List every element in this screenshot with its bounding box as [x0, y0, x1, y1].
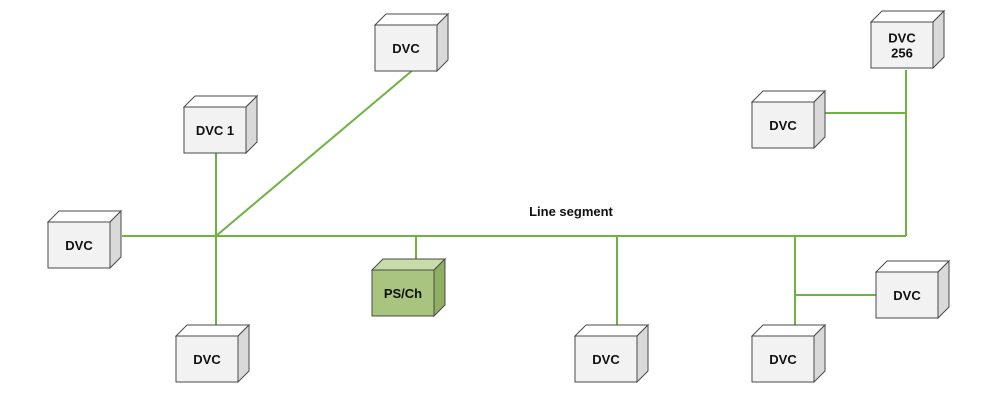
box-top-face — [869, 10, 946, 23]
box-front-face — [175, 335, 239, 383]
dvc-right-lower-node: DVC — [874, 259, 951, 320]
node-label: DVC — [193, 352, 221, 367]
box-top-face — [182, 95, 259, 108]
node-label: DVC — [769, 118, 797, 133]
box-top-face — [874, 260, 951, 273]
drop-dvc-top-center — [215, 63, 421, 237]
box-front-face — [47, 221, 111, 269]
dvc-bottom-left-node: DVC — [174, 323, 251, 384]
box-top-face — [370, 258, 447, 271]
box-top-face — [750, 90, 827, 103]
node-label: DVC — [893, 288, 921, 303]
dvc-right-upper-node: DVC — [750, 89, 827, 150]
box-front-face — [574, 335, 638, 383]
box-top-face — [750, 324, 827, 337]
node-label: DVC — [392, 41, 420, 56]
box-top-face — [573, 324, 650, 337]
dvc-1-node: DVC 1 — [182, 94, 259, 155]
ps-ch-node: PS/Ch — [370, 257, 447, 318]
box-front-face — [751, 335, 815, 383]
node-label: DVC — [65, 238, 93, 253]
dvc-bottom-right-node: DVC — [750, 323, 827, 384]
box-top-face — [46, 210, 123, 223]
dvc-top-center-node: DVC — [373, 12, 450, 73]
box-front-face — [875, 271, 939, 319]
wiring — [122, 63, 907, 330]
line-segment-label: Line segment — [529, 204, 613, 219]
box-front-face — [183, 106, 247, 154]
node-label: PS/Ch — [384, 286, 422, 301]
node-label: 256 — [891, 46, 913, 61]
box-top-face — [373, 13, 450, 26]
box-front-face — [374, 24, 438, 72]
dvc-left-node: DVC — [46, 209, 123, 270]
box-front-face — [751, 101, 815, 149]
node-label: DVC 1 — [196, 123, 234, 138]
box-top-face — [174, 324, 251, 337]
node-label: DVC — [592, 352, 620, 367]
box-front-face — [371, 269, 435, 317]
node-label: DVC — [769, 352, 797, 367]
dvc-bottom-mid-node: DVC — [573, 323, 650, 384]
node-label: DVC — [888, 31, 916, 46]
box-front-face — [870, 21, 934, 69]
